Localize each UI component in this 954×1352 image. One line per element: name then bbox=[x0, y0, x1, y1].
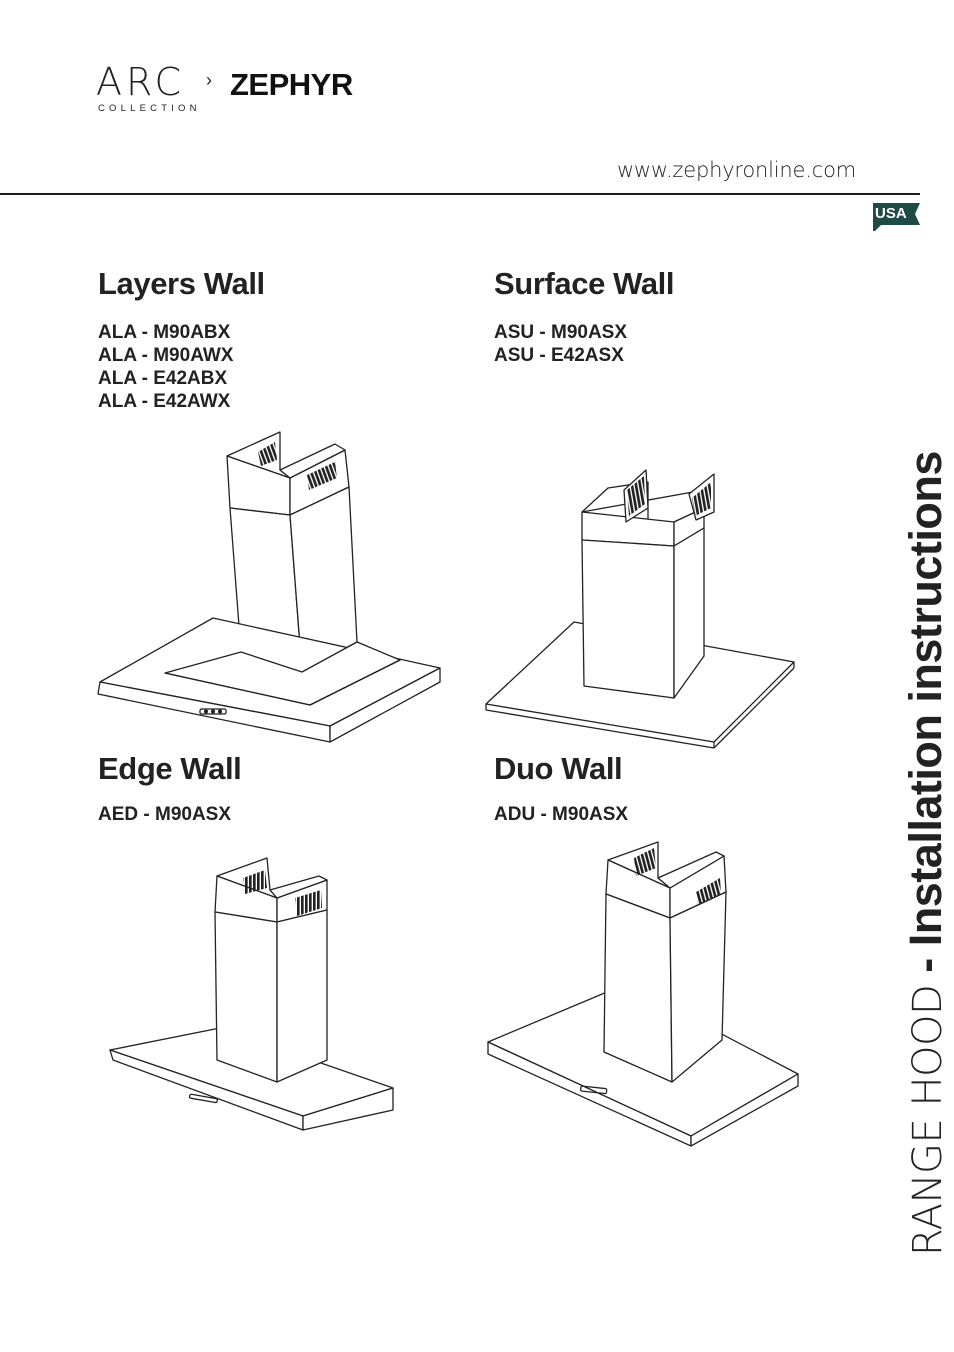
model-number: ADU - M90ASX bbox=[494, 804, 629, 825]
model-list-duo-wall: ADU - M90ASX bbox=[494, 803, 628, 826]
region-badge-label: USA bbox=[875, 205, 907, 222]
chevron-right-icon: › bbox=[206, 70, 212, 90]
product-title-surface-wall: Surface Wall bbox=[494, 266, 675, 301]
document-title-prefix: RANGE HOOD bbox=[905, 984, 951, 1256]
website-url[interactable]: www.zephyronline.com bbox=[616, 158, 856, 182]
model-number: ASU - M90ASX bbox=[494, 322, 628, 343]
product-title-layers-wall: Layers Wall bbox=[98, 266, 265, 301]
region-badge: USA bbox=[872, 201, 922, 233]
model-number: ASU - E42ASX bbox=[494, 345, 624, 366]
document-title-main: Installation instructions bbox=[900, 451, 951, 947]
model-number: ALA - M90AWX bbox=[98, 345, 234, 366]
collection-logo-text: COLLECTION bbox=[98, 103, 201, 114]
header-divider bbox=[0, 193, 920, 195]
document-title: RANGE HOOD - Installation instructions bbox=[900, 451, 952, 1256]
layers-wall-hood-illustration bbox=[95, 420, 445, 750]
model-list-layers-wall: ALA - M90ABX ALA - M90AWX ALA - E42ABX A… bbox=[98, 321, 233, 413]
brand-logo: ARC COLLECTION › ZEPHYR bbox=[96, 62, 356, 118]
surface-wall-hood-illustration bbox=[484, 460, 799, 750]
document-title-separator: - bbox=[900, 946, 951, 985]
duo-wall-hood-illustration bbox=[486, 834, 804, 1150]
arc-logo-text: ARC bbox=[96, 60, 186, 104]
edge-wall-hood-illustration bbox=[105, 850, 400, 1135]
model-number: AED - M90ASX bbox=[98, 804, 232, 825]
model-list-edge-wall: AED - M90ASX bbox=[98, 803, 231, 826]
product-title-duo-wall: Duo Wall bbox=[494, 751, 623, 786]
model-number: ALA - E42AWX bbox=[98, 391, 231, 412]
model-list-surface-wall: ASU - M90ASX ASU - E42ASX bbox=[494, 321, 627, 367]
model-number: ALA - M90ABX bbox=[98, 322, 231, 343]
flag-shape-icon bbox=[873, 203, 920, 233]
model-number: ALA - E42ABX bbox=[98, 368, 228, 389]
zephyr-logo-text: ZEPHYR bbox=[230, 67, 353, 102]
product-title-edge-wall: Edge Wall bbox=[98, 751, 242, 786]
